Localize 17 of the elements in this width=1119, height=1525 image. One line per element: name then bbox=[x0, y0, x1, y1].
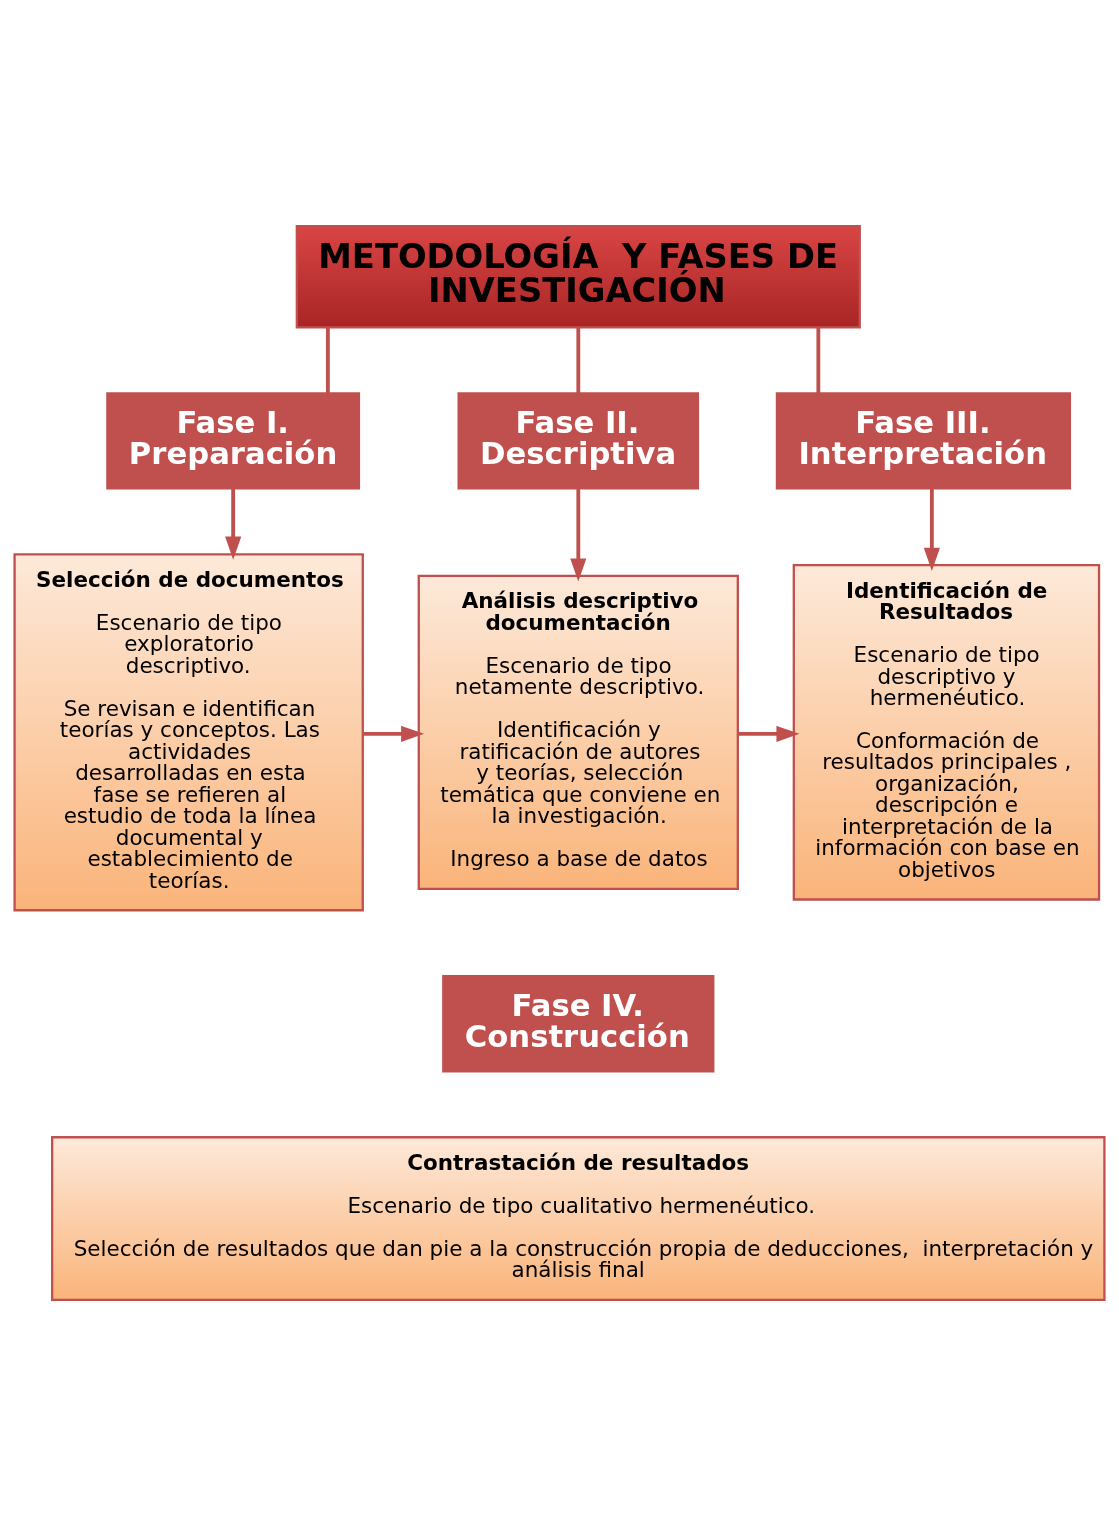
node-box: Contrastación de resultados Escenario de tipo cualitativo hermenéutico. Selección de resultados que dan pie a la construcción propia de deducciones, interpretación y análisis final bbox=[51, 1135, 1106, 1301]
node-box: Identificación de Resultados Escenario de tipo descriptivo y hermenéutico. Conformación de resultados principales , organización, descripción e interpretación de la información con base en objetivos bbox=[792, 563, 1101, 901]
node-box: Análisis descriptivo documentación Escenario de tipo netamente descriptivo. Identificación y ratificación de autores y teorías, selección temática que conviene en la investigación. Ingreso a base de datos bbox=[417, 574, 739, 890]
node-box: Fase I. Preparación bbox=[106, 391, 361, 490]
node-box: Fase III. Interpretación bbox=[775, 391, 1072, 490]
connector bbox=[325, 327, 330, 393]
arrow bbox=[923, 488, 940, 571]
arrow bbox=[738, 725, 800, 742]
node-box: METODOLOGÍA Y FASES DE INVESTIGACIÓN bbox=[295, 224, 861, 328]
arrow bbox=[363, 725, 425, 742]
arrow bbox=[225, 488, 242, 560]
connector bbox=[576, 327, 581, 393]
connector bbox=[816, 327, 821, 393]
node-box: Fase II. Descriptiva bbox=[457, 391, 700, 490]
node-box: Fase IV. Construcción bbox=[442, 974, 715, 1072]
node-box: Selección de documentos Escenario de tipo exploratorio descriptivo. Se revisan e identifican teorías y conceptos. Las actividades desarrolladas en esta fase se refieren al estudio de toda la línea documental y establecimiento de teorías. bbox=[13, 552, 364, 911]
arrow bbox=[570, 488, 587, 582]
